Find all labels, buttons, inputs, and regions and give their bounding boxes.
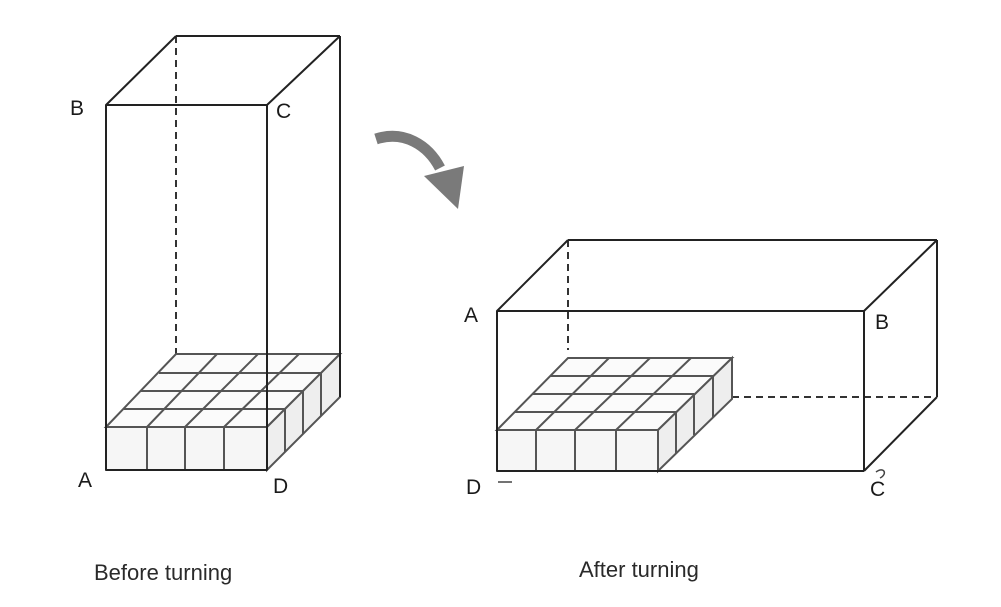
before-cube bbox=[184, 426, 225, 471]
after-cube bbox=[615, 429, 659, 472]
before-caption: Before turning bbox=[94, 560, 232, 585]
before-cube-slab bbox=[103, 351, 343, 473]
after-label-c: C bbox=[870, 478, 885, 501]
after-label-a: A bbox=[464, 304, 478, 327]
after-cube bbox=[496, 429, 537, 472]
after-cube-slab bbox=[494, 355, 735, 474]
before-cube bbox=[223, 426, 268, 471]
after-corner-mark bbox=[875, 469, 886, 479]
before-cube bbox=[146, 426, 186, 471]
after-cube bbox=[574, 429, 617, 472]
rotation-arrow-icon bbox=[374, 130, 464, 209]
after-label-b: B bbox=[875, 311, 889, 334]
before-label-b: B bbox=[70, 97, 84, 120]
after-box-outline bbox=[496, 239, 938, 472]
after-label-d: D bbox=[466, 476, 481, 499]
after-caption: After turning bbox=[579, 557, 699, 582]
before-label-d: D bbox=[273, 475, 288, 498]
before-cube bbox=[105, 426, 148, 471]
after-turning-diagram: A B D C After turning bbox=[464, 239, 938, 582]
before-label-c: C bbox=[276, 100, 291, 123]
before-label-a: A bbox=[78, 469, 92, 492]
after-cube bbox=[535, 429, 576, 472]
before-turning-diagram: B C A D Before turning bbox=[70, 35, 343, 585]
before-box-outline bbox=[105, 35, 341, 471]
